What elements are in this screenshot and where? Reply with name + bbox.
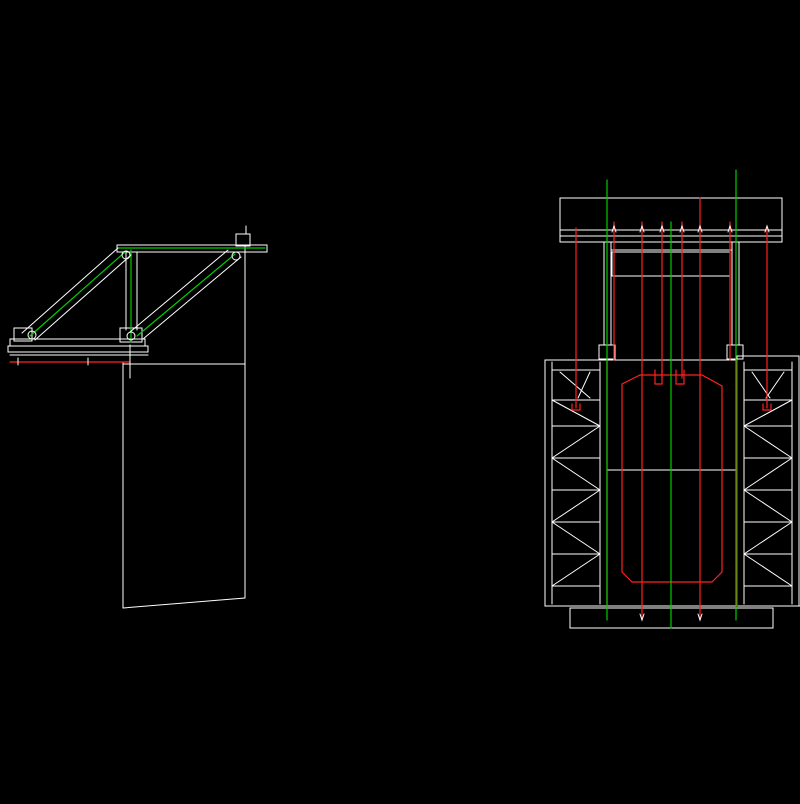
- pier-body: [122, 244, 246, 609]
- centerlines: [606, 169, 737, 629]
- diagonal-left-centerline: [29, 251, 126, 337]
- truss-diagonal-left: [21, 247, 132, 341]
- front-section-view: [544, 169, 800, 629]
- diagonal-right-centerline: [136, 253, 236, 337]
- truss-vertical: [125, 251, 138, 331]
- rod-anchors: [611, 224, 770, 622]
- inner-mould-outline: [621, 374, 723, 583]
- truss-diagonal-right: [129, 249, 242, 340]
- truss-joints: [27, 250, 241, 341]
- side-elevation-view: [7, 225, 268, 609]
